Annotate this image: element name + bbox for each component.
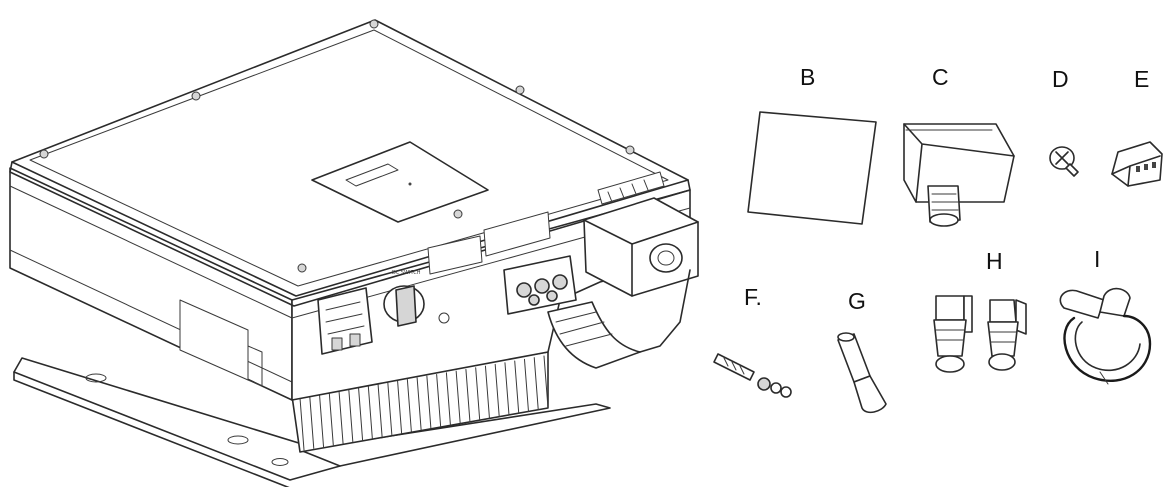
item-d-screw (1049, 146, 1079, 177)
label-f: F. (744, 284, 762, 310)
heat-sink-fin (494, 363, 500, 417)
label-h: H (986, 248, 1003, 274)
item-c-cover-box (903, 123, 1015, 227)
side-connection-panel: DC SWITCH (317, 171, 699, 369)
heat-sink-fin (426, 375, 432, 429)
heat-sink-fin (309, 395, 315, 449)
item-i-unlock-tool (1059, 287, 1152, 385)
heat-sink-fin (387, 382, 393, 436)
item-b-sheet (747, 111, 877, 225)
heat-sink-fin (436, 373, 442, 427)
item-g-ferrule (837, 332, 887, 414)
label-g: G (848, 288, 866, 314)
heat-sink-fin (533, 357, 539, 411)
front-label-plate (179, 299, 263, 387)
heat-sink-fin (416, 377, 422, 431)
heat-sink-fin (523, 358, 529, 412)
label-c: C (932, 64, 949, 90)
item-e-bracket (1111, 141, 1163, 187)
heat-sink-fin (406, 379, 412, 433)
inverter-unit: DC SWITCH (9, 19, 699, 487)
heat-sink-fin (504, 362, 510, 416)
label-i: I (1094, 246, 1101, 272)
heat-sink-fin (397, 380, 403, 434)
label-b: B (800, 64, 816, 90)
heat-sink-fin (377, 384, 383, 438)
heat-sink-fin (475, 367, 481, 421)
heat-sink-fin (299, 397, 305, 451)
heat-sink-fin (484, 365, 490, 419)
heat-sink-fin (358, 387, 364, 441)
label-d: D (1052, 66, 1069, 92)
item-f-expansion-bolt (713, 353, 792, 398)
label-e: E (1134, 66, 1150, 92)
heat-sink-fin (543, 355, 549, 409)
heat-sink-fin (445, 372, 451, 426)
heat-sink-fin (338, 390, 344, 444)
svg-text:DC SWITCH: DC SWITCH (392, 270, 421, 276)
heat-sink-fin (319, 394, 325, 448)
heat-sink-fin (465, 368, 471, 422)
item-h-dc-connectors (933, 295, 1027, 373)
heat-sink-fin (514, 360, 520, 414)
lid-screws (39, 19, 635, 273)
heat-sink-fin (348, 389, 354, 443)
heat-sink-fin (367, 385, 373, 439)
heat-sink-fin (455, 370, 461, 424)
heat-sink-fin (328, 392, 334, 446)
mounting-bracket (13, 357, 611, 487)
display-window (311, 141, 489, 223)
